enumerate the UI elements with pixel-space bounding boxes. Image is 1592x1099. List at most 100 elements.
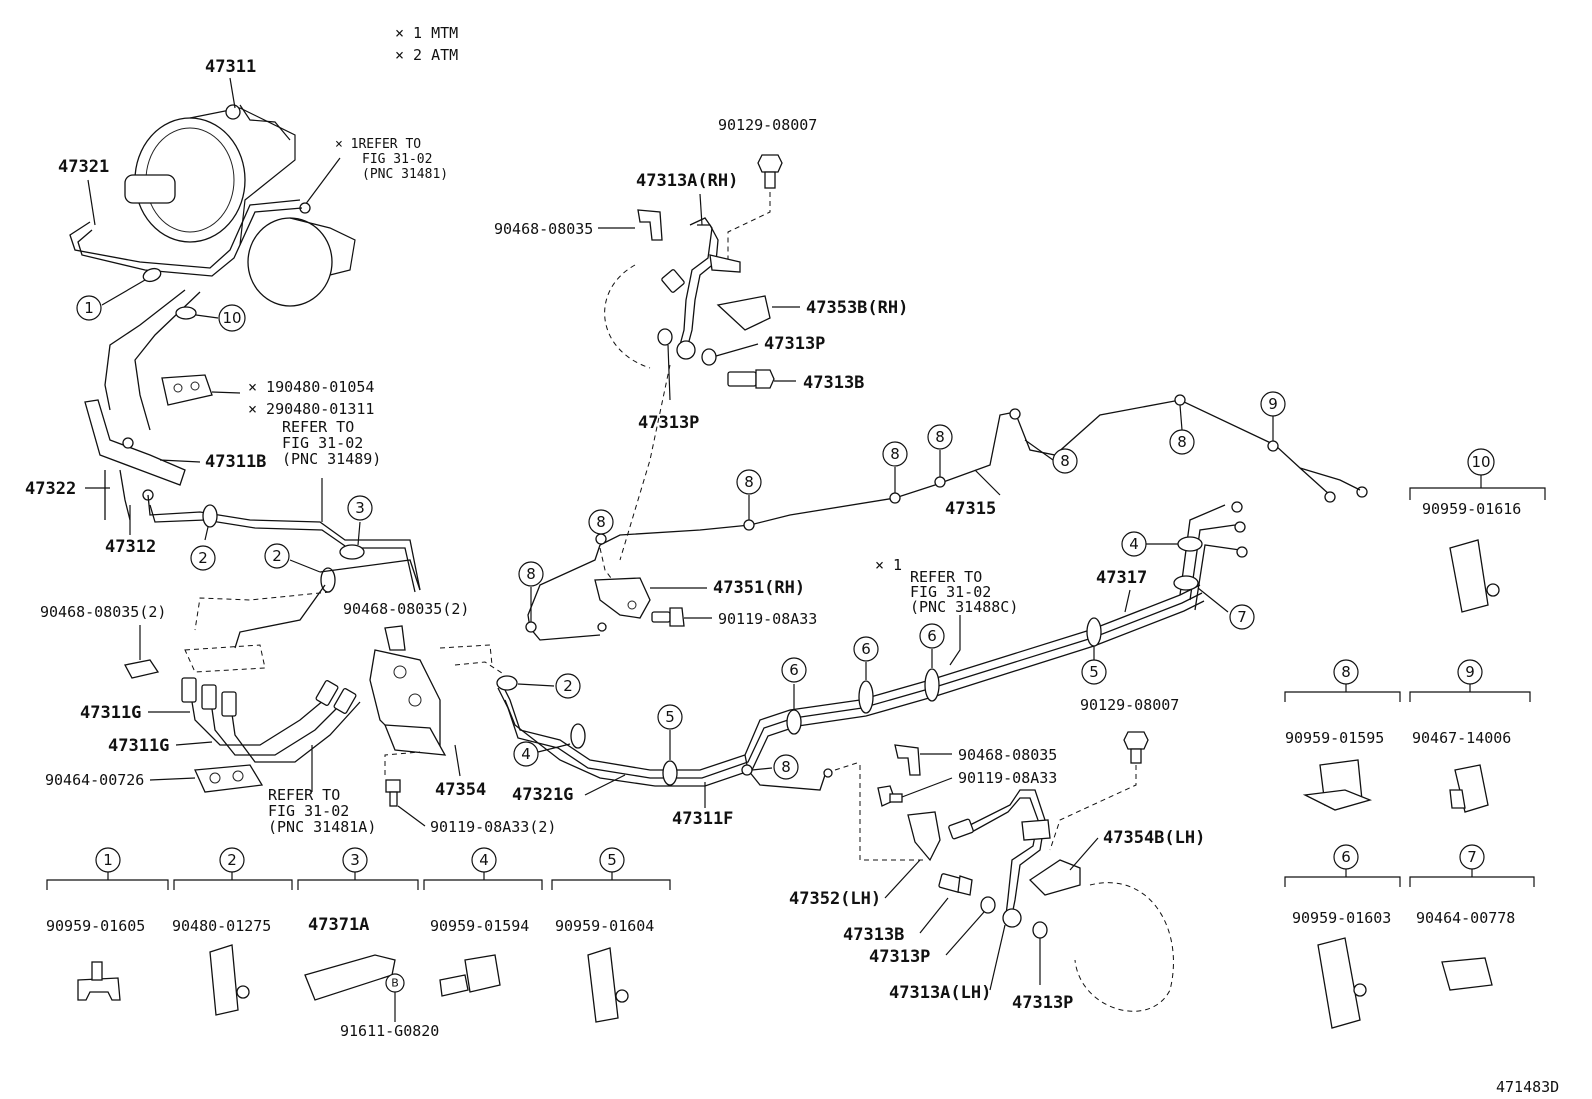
brake-hose-rh <box>661 217 741 360</box>
refer-note-3c: (PNC 31481A) <box>268 818 376 836</box>
callout-4-right <box>1121 531 1147 557</box>
label-47313b-top: 47313B <box>803 373 864 393</box>
washer-47313p-bot-b <box>1032 921 1048 939</box>
washer-47313p-bot-a <box>980 896 996 914</box>
label-90480-01311: × 290480-01311 <box>248 400 374 418</box>
bolt-90119-08a33-bot <box>877 785 903 807</box>
callout-10-num: 10 <box>222 309 241 327</box>
washer-47313p-top <box>701 348 717 366</box>
refer-note-4b: FIG 31-02 <box>910 583 991 601</box>
refer-note-3a: REFER TO <box>268 786 340 804</box>
refer-note-2c: (PNC 31489) <box>282 450 381 468</box>
callout-1 <box>76 295 102 321</box>
callout-8-c <box>736 469 762 495</box>
key-10-part: 90959-01616 <box>1422 500 1521 518</box>
clip-key-2 <box>209 944 239 1016</box>
callout-8-b-num: 8 <box>526 565 536 583</box>
label-47311g-a: 47311G <box>80 703 141 723</box>
key-4-num: 4 <box>479 851 489 869</box>
key-table-right: 10 90959-01616 8 90959-01595 9 90467-140… <box>1284 448 1546 1029</box>
key-2-num: 2 <box>227 851 237 869</box>
callout-2-mid-num: 2 <box>272 547 282 565</box>
label-90468-08035-top: 90468-08035 <box>494 220 593 238</box>
label-47317: 47317 <box>1096 568 1147 588</box>
refer-note-4a: REFER TO <box>910 568 982 586</box>
callout-6-a-num: 6 <box>789 661 799 679</box>
callout-5-lower <box>657 704 683 730</box>
label-90468-08035-bot: 90468-08035 <box>958 746 1057 764</box>
x1-mark: × 1 <box>875 556 902 574</box>
clip-90468-bot <box>894 744 921 776</box>
label-90119-08a33-mid: 90119-08A33 <box>718 610 817 628</box>
label-47322: 47322 <box>25 479 76 499</box>
label-47351-rh: 47351(RH) <box>713 578 805 598</box>
refer-note-1c: (PNC 31481) <box>362 167 448 182</box>
label-90119-08a33-2: 90119-08A33(2) <box>430 818 556 836</box>
label-47313a-lh: 47313A(LH) <box>889 983 991 1003</box>
label-90129-08007-top: 90129-08007 <box>718 116 817 134</box>
bolt-47313b-top <box>727 369 775 389</box>
callout-6-c <box>919 623 945 649</box>
callout-7-right-num: 7 <box>1237 608 1247 626</box>
hoses-47311g <box>181 677 361 763</box>
bracket-47351-rh <box>594 577 651 619</box>
clip-key-4 <box>464 954 501 993</box>
key-3-part: 47371A <box>308 915 369 935</box>
callout-8-g <box>1169 429 1195 455</box>
clip-key-1 <box>77 977 121 1001</box>
grommet-part <box>161 374 241 406</box>
label-47353b-rh: 47353B(RH) <box>806 298 908 318</box>
key-5-num: 5 <box>607 851 617 869</box>
key-table-bottom-left: 1 90959-01605 2 90480-01275 3 47371A B 9… <box>46 847 671 1040</box>
callout-4-right-num: 4 <box>1129 535 1139 553</box>
label-47352-lh: 47352(LH) <box>789 889 881 909</box>
key-1-num: 1 <box>103 851 113 869</box>
clip-key-6 <box>1317 937 1361 1029</box>
label-47313b-bot: 47313B <box>843 925 904 945</box>
callout-10 <box>218 304 246 332</box>
legend-note-mtm: × 1 MTM <box>395 24 458 42</box>
key-7-num: 7 <box>1467 848 1477 866</box>
label-47321: 47321 <box>58 157 109 177</box>
callout-2-left-num: 2 <box>198 549 208 567</box>
callout-8-e-num: 8 <box>935 428 945 446</box>
callout-8-f <box>1052 448 1078 474</box>
callout-6-c-num: 6 <box>927 627 937 645</box>
callout-8-a-num: 8 <box>596 513 606 531</box>
diagram-id: 471483D <box>1496 1078 1559 1096</box>
label-47311f: 47311F <box>672 809 733 829</box>
callout-8-f-num: 8 <box>1060 452 1070 470</box>
bolt-90129-08007-bot <box>1123 731 1149 764</box>
key-3-num: 3 <box>350 851 360 869</box>
clip-key-7 <box>1441 957 1493 991</box>
callout-8-e <box>927 424 953 450</box>
bracket-47352-lh <box>907 811 941 862</box>
callout-5-right-num: 5 <box>1089 663 1099 681</box>
brake-booster-assembly <box>124 104 356 307</box>
key-1-part: 90959-01605 <box>46 917 145 935</box>
bolt-90119-08a33-2 <box>385 779 401 807</box>
callout-5-lower-num: 5 <box>665 708 675 726</box>
bolt-90129-08007-top <box>757 154 783 189</box>
label-47313p-c: 47313P <box>869 947 930 967</box>
callout-2-lower-num: 2 <box>563 677 573 695</box>
label-47313a-rh: 47313A(RH) <box>636 171 738 191</box>
callout-8-d <box>882 441 908 467</box>
callout-5-right <box>1081 659 1107 685</box>
clamp-90464-00726 <box>194 764 264 793</box>
callout-2-lower <box>555 673 581 699</box>
bolt-part-91611: 91611-G0820 <box>340 1022 439 1040</box>
callout-4-lower <box>513 741 539 767</box>
refer-note-1a: × 1REFER TO <box>335 137 421 152</box>
label-47312: 47312 <box>105 537 156 557</box>
key-8-part: 90959-01595 <box>1285 729 1384 747</box>
callout-1-num: 1 <box>84 299 94 317</box>
legend-note-atm: × 2 ATM <box>395 46 458 64</box>
label-47313p-a: 47313P <box>764 334 825 354</box>
callout-6-b <box>853 636 879 662</box>
key-6-num: 6 <box>1341 848 1351 866</box>
callout-8-d-num: 8 <box>890 445 900 463</box>
key-9-num: 9 <box>1465 663 1475 681</box>
callout-9-num: 9 <box>1268 395 1278 413</box>
